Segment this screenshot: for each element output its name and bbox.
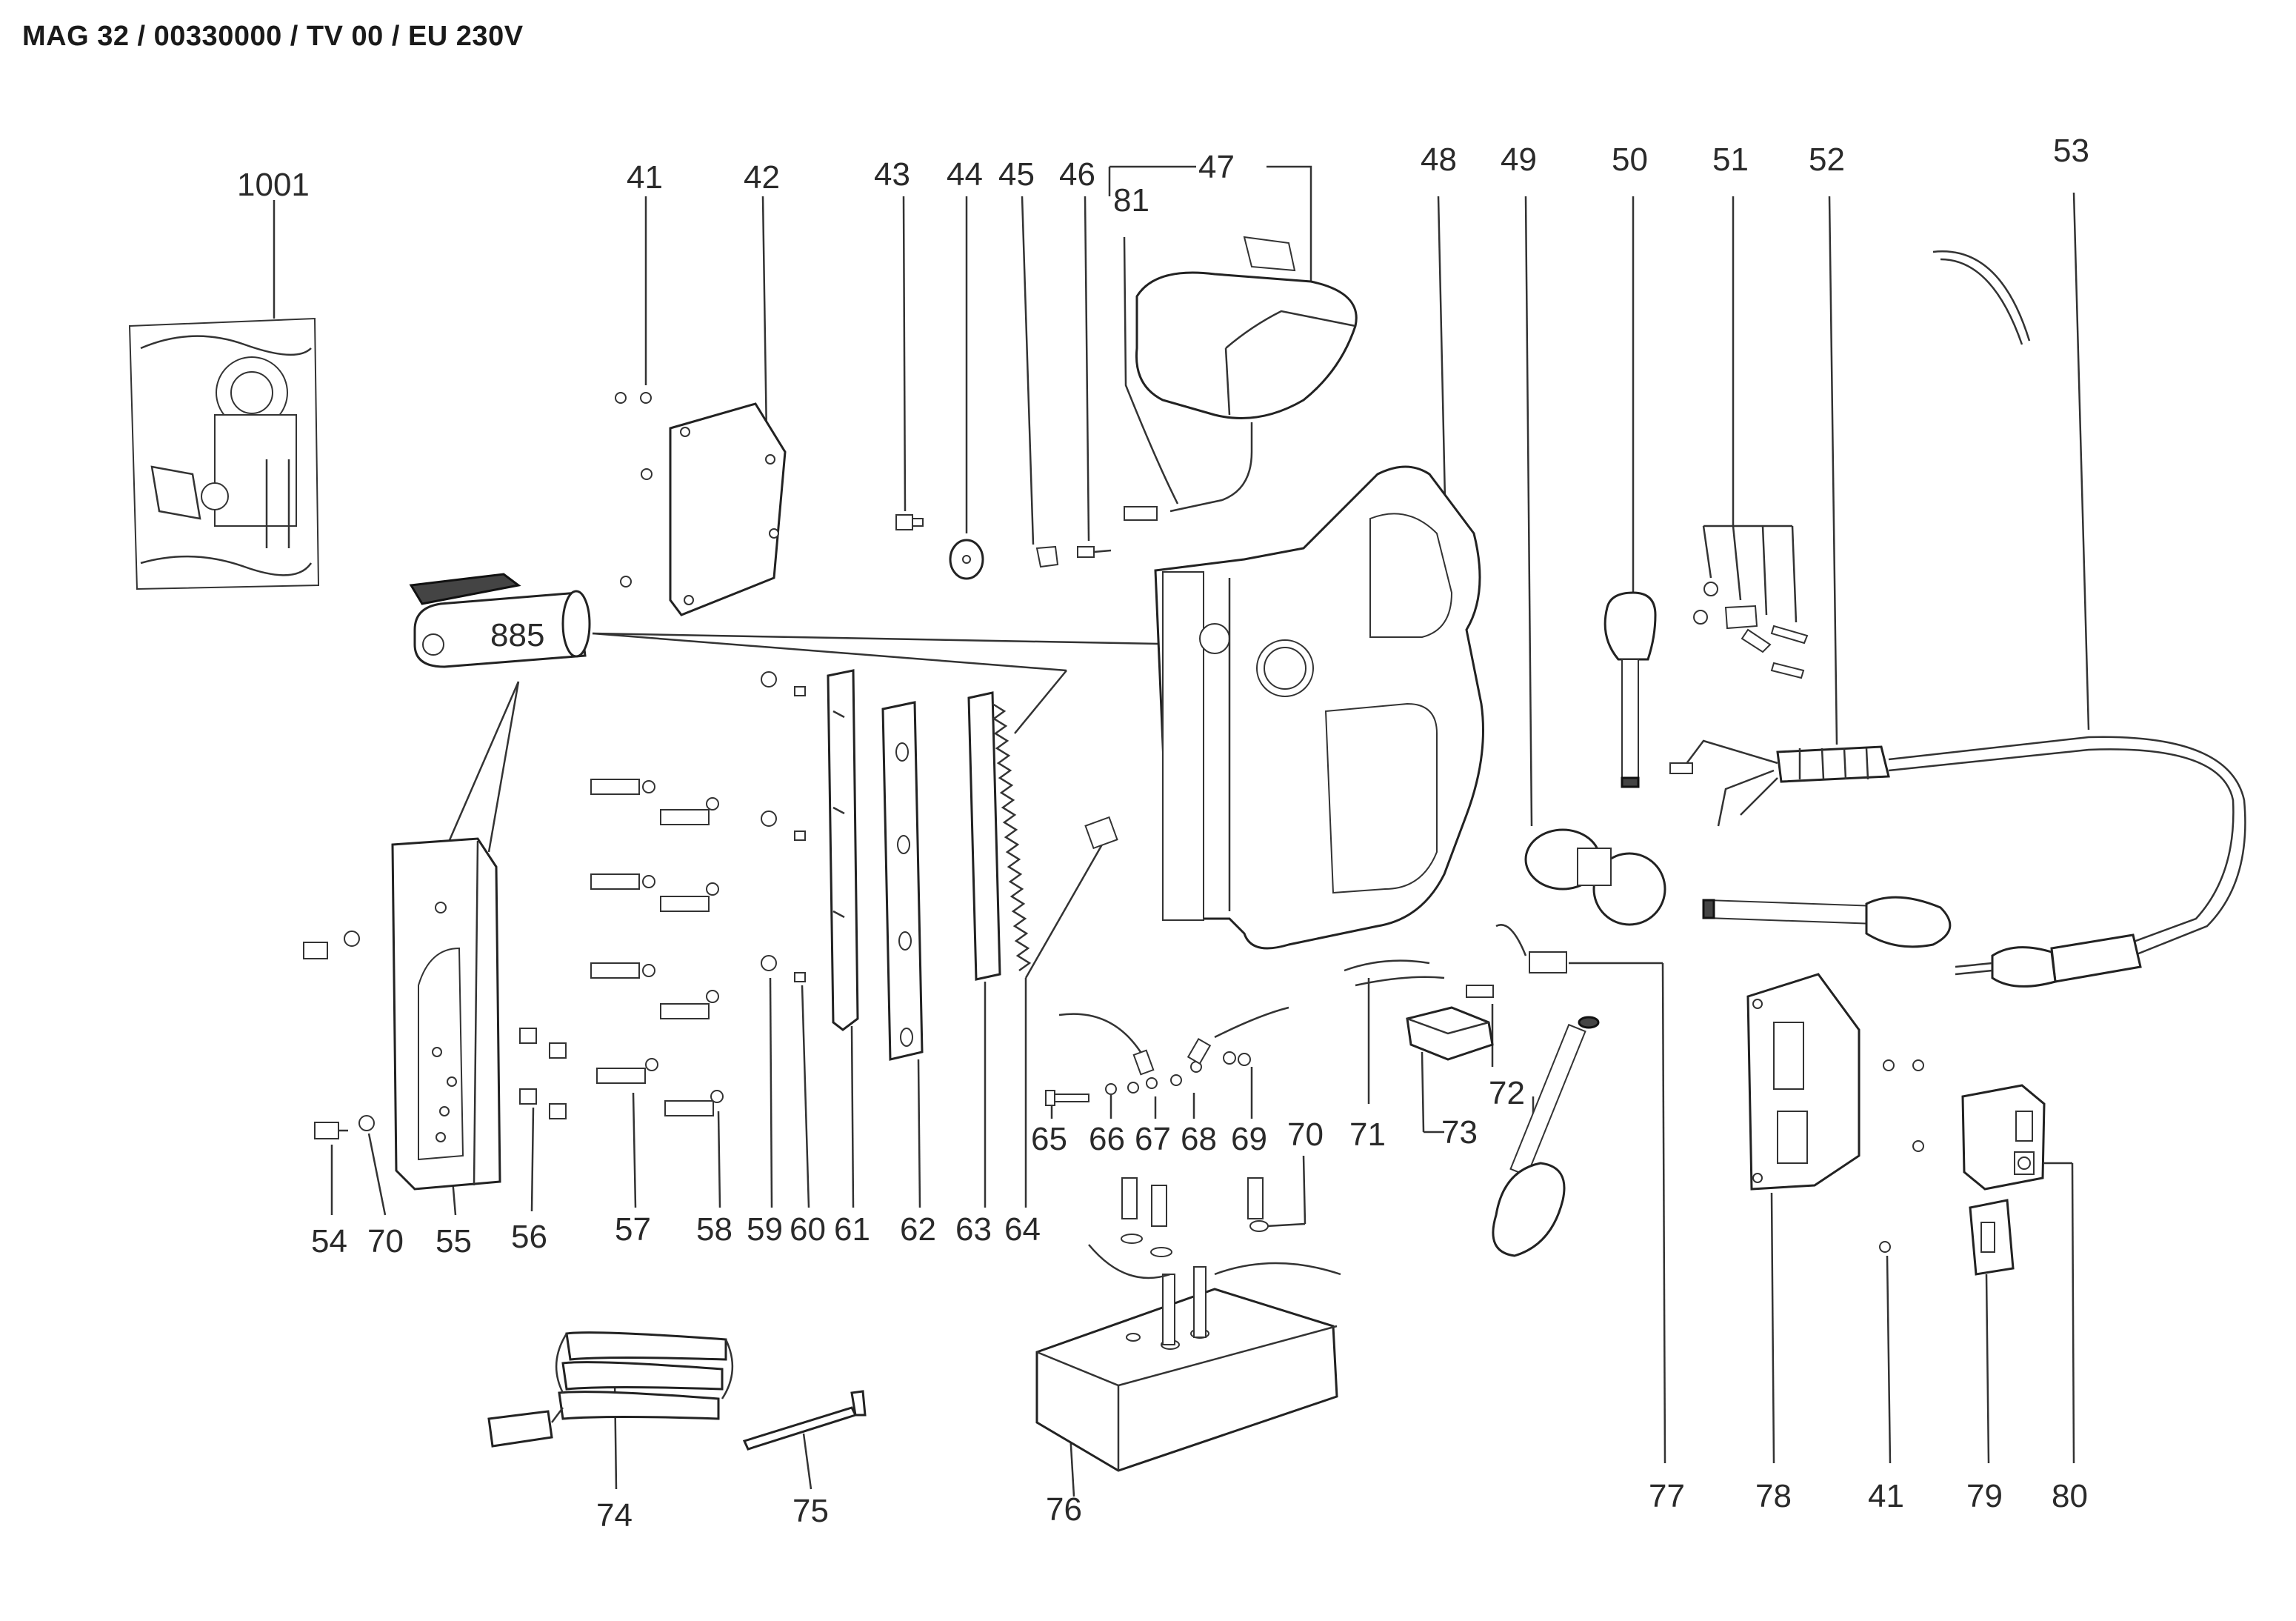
part-79-switch[interactable] [1969,1199,2015,1464]
part-58-bolts[interactable] [660,797,724,1208]
label-55: 55 [435,1223,472,1259]
label-52: 52 [1809,142,1845,178]
part-41-screws[interactable] [615,196,653,588]
part-lever-handle[interactable] [1492,1016,1600,1257]
part-70-washer-left[interactable] [358,1115,387,1216]
label-74: 74 [596,1497,633,1534]
part-41-screws-lower[interactable] [1879,1059,1924,1464]
label-45: 45 [998,156,1035,193]
part-77-carbon-brush[interactable] [1495,924,1666,1464]
part-44-washer[interactable] [949,196,984,580]
label-59: 59 [747,1211,783,1248]
label-66: 66 [1089,1121,1125,1157]
part-68-terminal[interactable] [1170,1006,1289,1119]
label-72: 72 [1489,1075,1525,1111]
part-50-handle[interactable] [1603,196,1657,788]
part-55-slide-plate[interactable] [391,837,501,1216]
label-75: 75 [792,1493,829,1529]
label-76: 76 [1046,1491,1082,1528]
part-71-wires[interactable] [1344,959,1445,1104]
part-65-screw[interactable] [1045,1090,1089,1119]
part-69-nut[interactable] [1223,1051,1253,1119]
label-48: 48 [1421,142,1457,178]
part-57-bolts[interactable] [590,779,658,1208]
part-70-washer-right[interactable] [1249,1155,1306,1232]
part-67-terminal[interactable] [1058,1013,1158,1119]
part-74-lifting-strap[interactable] [487,1331,734,1490]
label-78: 78 [1755,1478,1792,1514]
part-42-cover-plate[interactable] [669,196,787,616]
part-47-motor-cover[interactable] [1108,165,1358,419]
part-48-main-body[interactable] [1154,196,1484,950]
label-54: 54 [311,1223,347,1259]
label-69: 69 [1231,1121,1267,1157]
label-42: 42 [744,159,780,196]
part-66-washer[interactable] [1105,1083,1117,1119]
part-lever-arm[interactable] [1702,896,1952,948]
part-46-screw[interactable] [1077,196,1112,558]
label-68: 68 [1181,1121,1217,1157]
part-43-screw[interactable] [895,196,924,530]
label-47: 47 [1198,149,1235,185]
part-63-rack[interactable] [967,691,1032,1208]
part-59-nuts[interactable] [761,671,777,1208]
label-43: 43 [874,156,910,193]
label-51: 51 [1712,142,1749,178]
part-56-screws[interactable] [519,1028,567,1212]
label-65: 65 [1031,1121,1067,1157]
label-77: 77 [1649,1478,1685,1514]
label-70-right: 70 [1287,1116,1324,1153]
label-60: 60 [790,1211,826,1248]
label-50: 50 [1612,142,1648,178]
label-44: 44 [947,156,983,193]
label-46: 46 [1059,156,1095,193]
label-81: 81 [1113,182,1149,219]
label-41-top: 41 [627,159,663,196]
part-62-slide-rail[interactable] [881,701,924,1208]
label-67: 67 [1135,1121,1171,1157]
label-64: 64 [1004,1211,1041,1248]
part-45-clip[interactable] [1021,196,1059,568]
label-56: 56 [511,1219,547,1255]
label-49: 49 [1501,142,1537,178]
part-81-cable[interactable] [1123,236,1253,521]
part-72-contact[interactable] [1466,985,1494,1067]
part-60-pins[interactable] [794,686,810,1208]
label-79: 79 [1966,1478,2003,1514]
label-70-left: 70 [367,1223,404,1259]
label-58: 58 [696,1211,732,1248]
part-53-power-cable[interactable] [1669,192,2246,988]
part-80-rocker-switch[interactable] [1961,1084,2075,1464]
part-64-grease-nipple[interactable] [1024,816,1118,1208]
part-61-gib-strip[interactable] [827,669,859,1208]
part-78-switch-plate[interactable] [1746,973,1861,1464]
part-1001-wiring-diagram[interactable] [128,200,320,590]
label-41-bottom: 41 [1868,1478,1904,1514]
part-73-board[interactable] [1406,1006,1535,1134]
label-61: 61 [834,1211,870,1248]
part-49-gear-shaft[interactable] [1524,196,1666,926]
label-53: 53 [2053,133,2089,169]
label-57: 57 [615,1211,651,1248]
part-52-strain-relief[interactable] [1776,196,1890,783]
part-51-clamp-set[interactable] [1693,196,1809,679]
part-76-magnet-base[interactable] [1035,1177,1341,1497]
page-title: MAG 32 / 00330000 / TV 00 / EU 230V [22,21,524,52]
label-73: 73 [1441,1114,1478,1151]
label-71: 71 [1349,1116,1386,1153]
label-63: 63 [955,1211,992,1248]
part-75-hex-key[interactable] [742,1390,867,1490]
label-80: 80 [2052,1478,2088,1514]
part-885-grease-tube[interactable] [409,573,1201,853]
label-885: 885 [490,617,544,653]
part-54-screw[interactable] [303,931,360,1215]
label-62: 62 [900,1211,936,1248]
label-1001: 1001 [237,167,310,203]
